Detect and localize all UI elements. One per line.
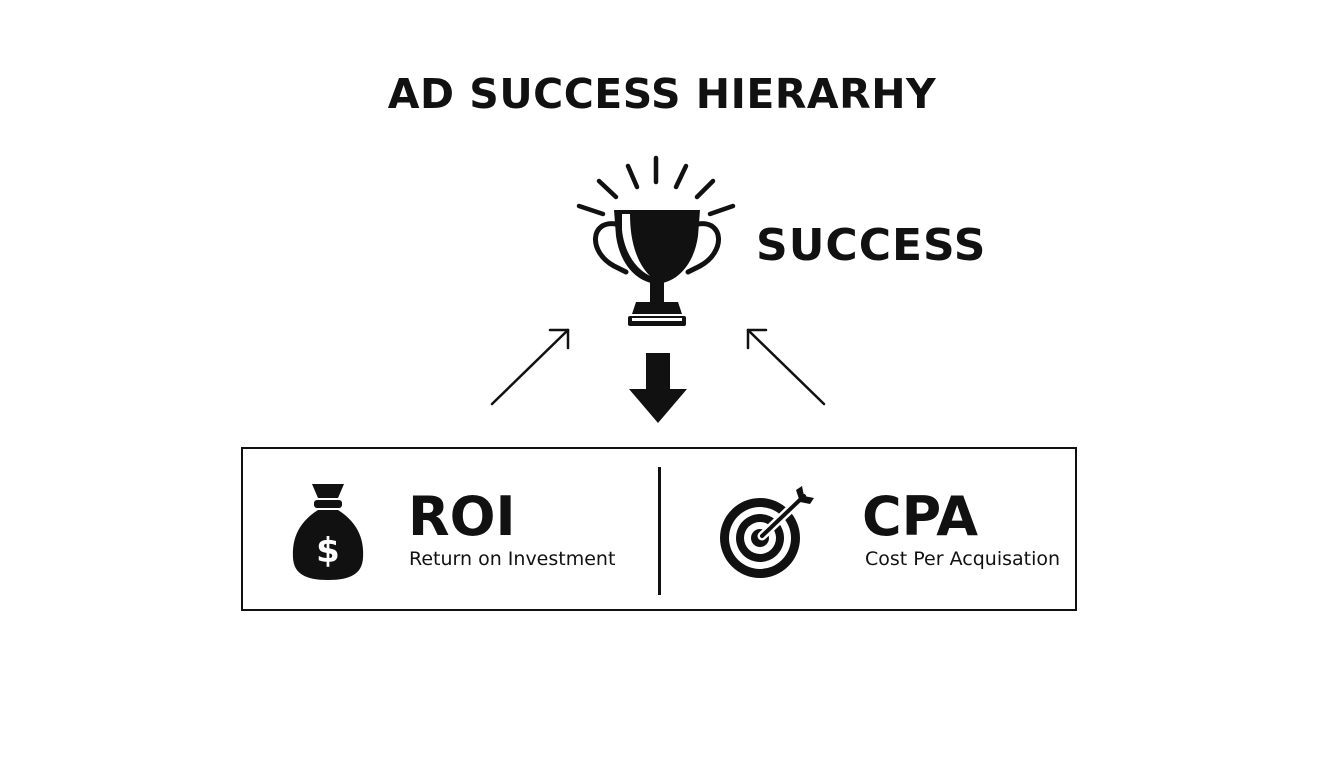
arrow-up-left-icon — [746, 328, 826, 406]
panel-divider — [658, 467, 661, 595]
roi-description: Return on Investment — [409, 548, 616, 570]
trophy-icon — [576, 155, 736, 326]
target-icon — [720, 486, 814, 578]
money-bag-icon: $ — [292, 484, 364, 580]
arrow-up-right-icon — [490, 328, 570, 406]
cpa-abbr: CPA — [862, 485, 979, 548]
cpa-description: Cost Per Acquisation — [865, 548, 1061, 570]
success-label: SUCCESS — [756, 220, 987, 271]
svg-text:$: $ — [316, 531, 340, 571]
roi-abbr: ROI — [408, 485, 516, 548]
metrics-panel — [241, 447, 1077, 611]
arrow-down-icon — [629, 353, 687, 423]
page-title: AD SUCCESS HIERARHY — [387, 70, 937, 118]
